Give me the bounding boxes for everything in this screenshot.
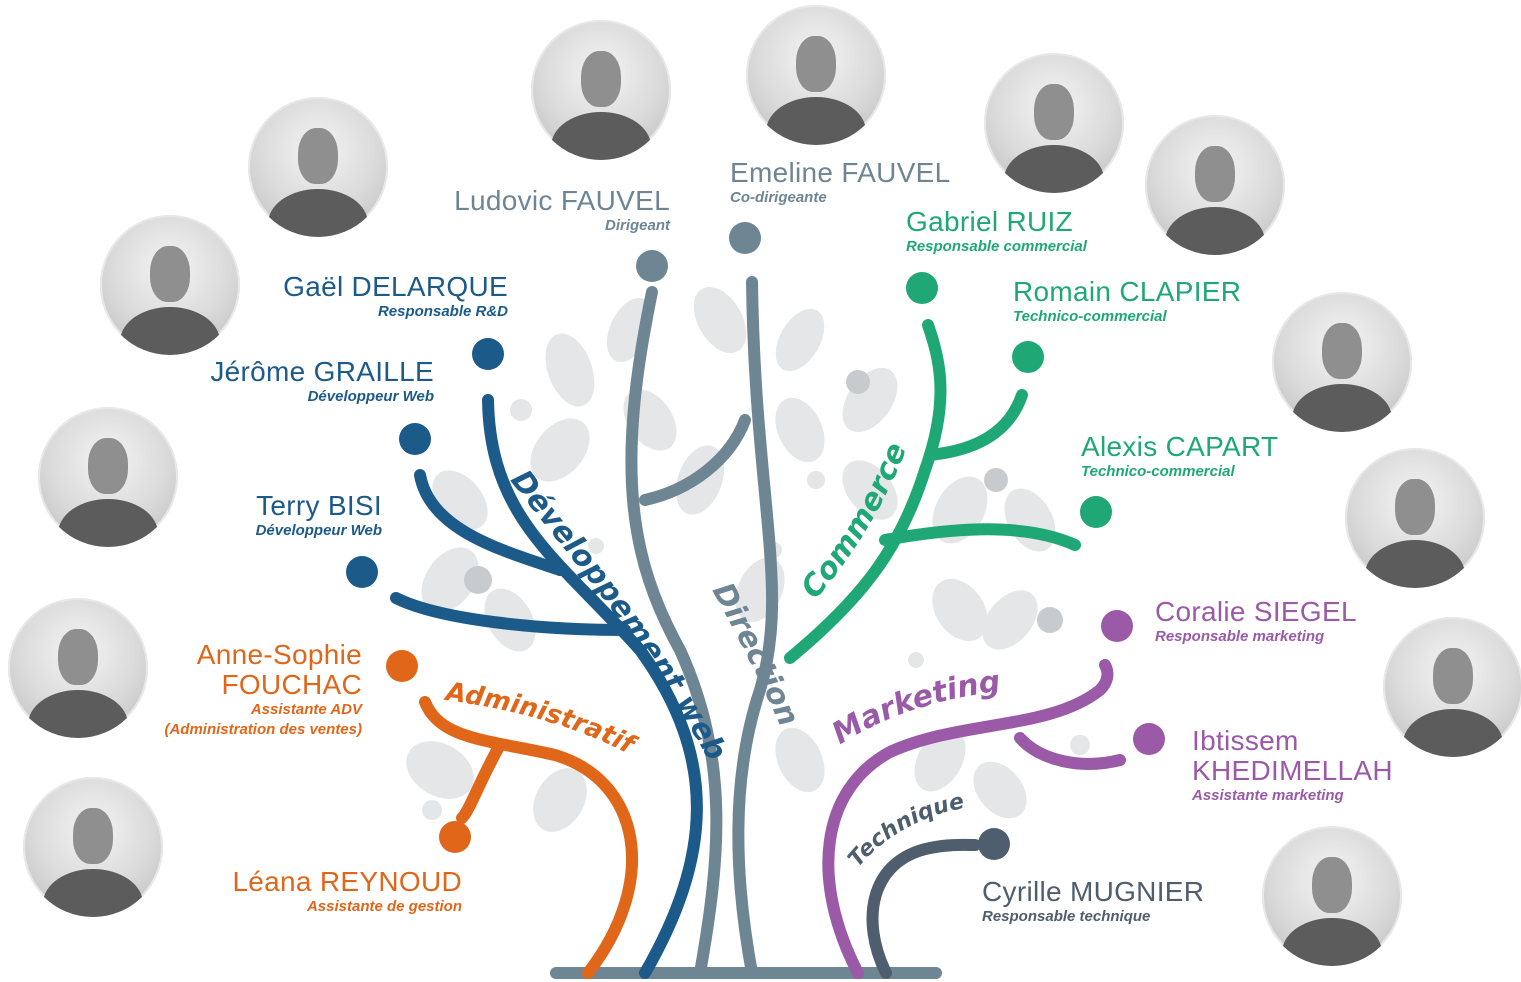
photo-emeline: [746, 5, 886, 145]
person-name: Cyrille MUGNIER: [982, 876, 1205, 907]
branch-commerce: [784, 319, 1081, 664]
person-name: Gabriel RUIZ: [906, 206, 1073, 237]
person-coralie: Coralie SIEGEL Responsable marketing: [1155, 597, 1357, 647]
person-name-line1: Anne-Sophie: [196, 639, 362, 670]
person-role: Responsable R&D: [377, 303, 508, 320]
person-alexis: Alexis CAPART Technico-commercial: [1081, 432, 1278, 482]
photo-coralie: [1345, 448, 1485, 588]
node-gael: [472, 338, 504, 370]
person-role: Technico-commercial: [1013, 308, 1167, 325]
person-name: Romain CLAPIER: [1013, 276, 1242, 307]
node-emeline: [729, 222, 761, 254]
node-romain: [1012, 341, 1044, 373]
node-jerome: [399, 423, 431, 455]
person-leana: Léana REYNOUD Assistante de gestion: [232, 867, 462, 917]
photo-gael: [248, 97, 388, 237]
branch-technique: [866, 838, 981, 979]
background-leaves: [406, 286, 1090, 832]
person-name: Jérôme GRAILLE: [210, 356, 434, 387]
person-name: Terry BISI: [256, 490, 382, 521]
node-alexis: [1080, 496, 1112, 528]
person-name: Léana REYNOUD: [232, 866, 462, 897]
person-ludovic: Ludovic FAUVEL Dirigeant: [454, 186, 670, 236]
person-gabriel: Gabriel RUIZ Responsable commercial: [906, 207, 1087, 257]
branch-marketing: [822, 659, 1126, 979]
person-role: Responsable technique: [982, 908, 1151, 925]
person-name-line2: FOUCHAC: [221, 669, 362, 700]
person-name-line1: Ibtissem: [1192, 725, 1299, 756]
node-cyrille: [978, 828, 1010, 860]
person-role: Responsable marketing: [1155, 628, 1325, 645]
node-gabriel: [906, 272, 938, 304]
person-emeline: Emeline FAUVEL Co-dirigeante: [730, 158, 951, 208]
photo-ibtissem: [1383, 617, 1521, 757]
person-jerome: Jérôme GRAILLE Développeur Web: [210, 357, 434, 407]
node-terry: [346, 556, 378, 588]
person-role: Assistante de gestion: [306, 898, 462, 915]
photo-alexis: [1272, 292, 1412, 432]
node-ibtissem: [1133, 723, 1165, 755]
person-role: Co-dirigeante: [730, 189, 827, 206]
person-role: Développeur Web: [307, 388, 434, 405]
person-romain: Romain CLAPIER Technico-commercial: [1013, 277, 1241, 327]
node-leana: [439, 821, 471, 853]
person-role: Développeur Web: [255, 522, 382, 539]
photo-ludovic: [531, 20, 671, 160]
person-name: Alexis CAPART: [1081, 431, 1279, 462]
person-name-line2: KHEDIMELLAH: [1192, 755, 1393, 786]
node-annesophie: [386, 650, 418, 682]
photo-annesophie: [8, 598, 148, 738]
person-role: Responsable commercial: [906, 238, 1087, 255]
person-annesophie: Anne-Sophie FOUCHAC Assistante ADV (Admi…: [164, 640, 362, 740]
person-role: Technico-commercial: [1081, 463, 1235, 480]
person-terry: Terry BISI Développeur Web: [256, 491, 382, 541]
person-name: Emeline FAUVEL: [730, 157, 951, 188]
branch-direction: [625, 276, 779, 979]
person-name: Coralie SIEGEL: [1155, 596, 1357, 627]
person-cyrille: Cyrille MUGNIER Responsable technique: [982, 877, 1204, 927]
photo-cyrille: [1262, 826, 1402, 966]
person-name: Ludovic FAUVEL: [454, 185, 670, 216]
photo-romain: [1145, 115, 1285, 255]
person-role: Dirigeant: [604, 217, 670, 234]
person-role-line2: (Administration des ventes): [164, 721, 362, 738]
branch-nodes: [346, 222, 1165, 860]
branch-administratif: [419, 696, 638, 979]
branch-developpement-web: [390, 394, 703, 979]
person-role-line1: Assistante ADV: [250, 701, 362, 718]
person-ibtissem: Ibtissem KHEDIMELLAH Assistante marketin…: [1192, 726, 1393, 806]
person-role: Assistante marketing: [1192, 787, 1344, 804]
photo-leana: [23, 777, 163, 917]
node-coralie: [1101, 610, 1133, 642]
person-gael: Gaël DELARQUE Responsable R&D: [283, 272, 508, 322]
person-name: Gaël DELARQUE: [283, 271, 508, 302]
photo-gabriel: [984, 53, 1124, 193]
photo-jerome: [100, 215, 240, 355]
node-ludovic: [636, 250, 668, 282]
photo-terry: [38, 407, 178, 547]
